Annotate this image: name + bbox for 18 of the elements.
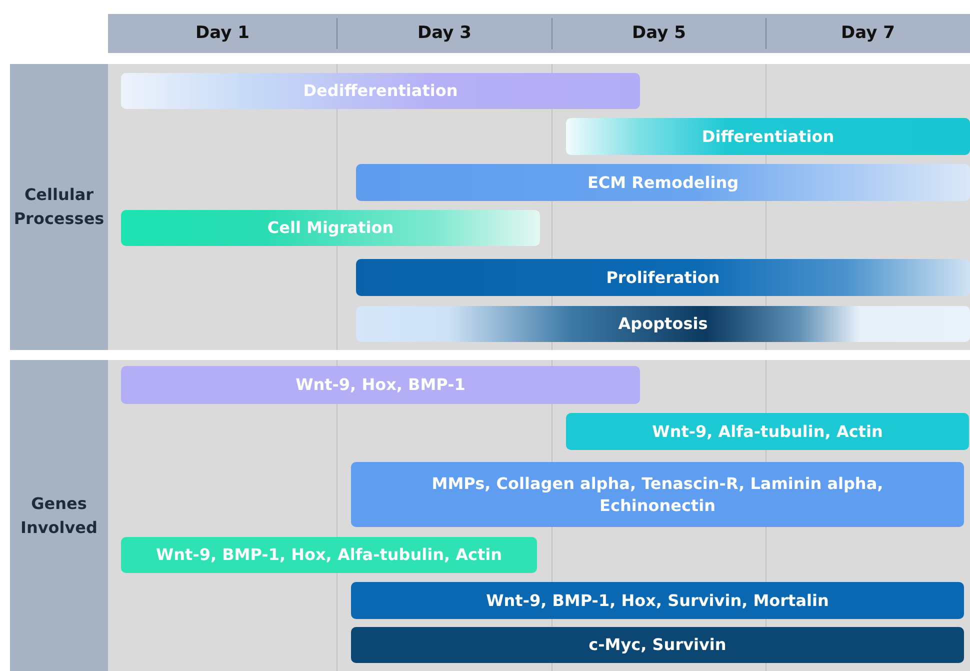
timeline-bar: Wnt-9, BMP-1, Hox, Survivin, Mortalin xyxy=(351,582,964,619)
day-label: Day 1 xyxy=(194,23,250,43)
day-label: Day 3 xyxy=(416,23,472,43)
day-label: Day 5 xyxy=(631,23,687,43)
timeline-bar: Cell Migration xyxy=(121,210,540,246)
timeline-bar: Wnt-9, Alfa-tubulin, Actin xyxy=(566,413,969,450)
timeline-bar: Dedifferentiation xyxy=(121,73,640,109)
timeline-bar: ECM Remodeling xyxy=(356,164,970,201)
timeline-bar: Differentiation xyxy=(566,118,970,155)
timeline-bar: MMPs, Collagen alpha, Tenascin-R, Laminin alpha, Echinonectin xyxy=(351,462,964,527)
day-label: Day 7 xyxy=(840,23,896,43)
timeline-bar: c-Myc, Survivin xyxy=(351,627,964,663)
category-band: Cellular Processes xyxy=(10,64,108,350)
timeline-bar: Wnt-9, Hox, BMP-1 xyxy=(121,366,640,404)
category-band: Genes Involved xyxy=(10,360,108,671)
timeline-bar: Proliferation xyxy=(356,259,970,296)
timeline-bar: Wnt-9, BMP-1, Hox, Alfa-tubulin, Actin xyxy=(121,537,537,573)
timeline-bar: Apoptosis xyxy=(356,306,970,342)
